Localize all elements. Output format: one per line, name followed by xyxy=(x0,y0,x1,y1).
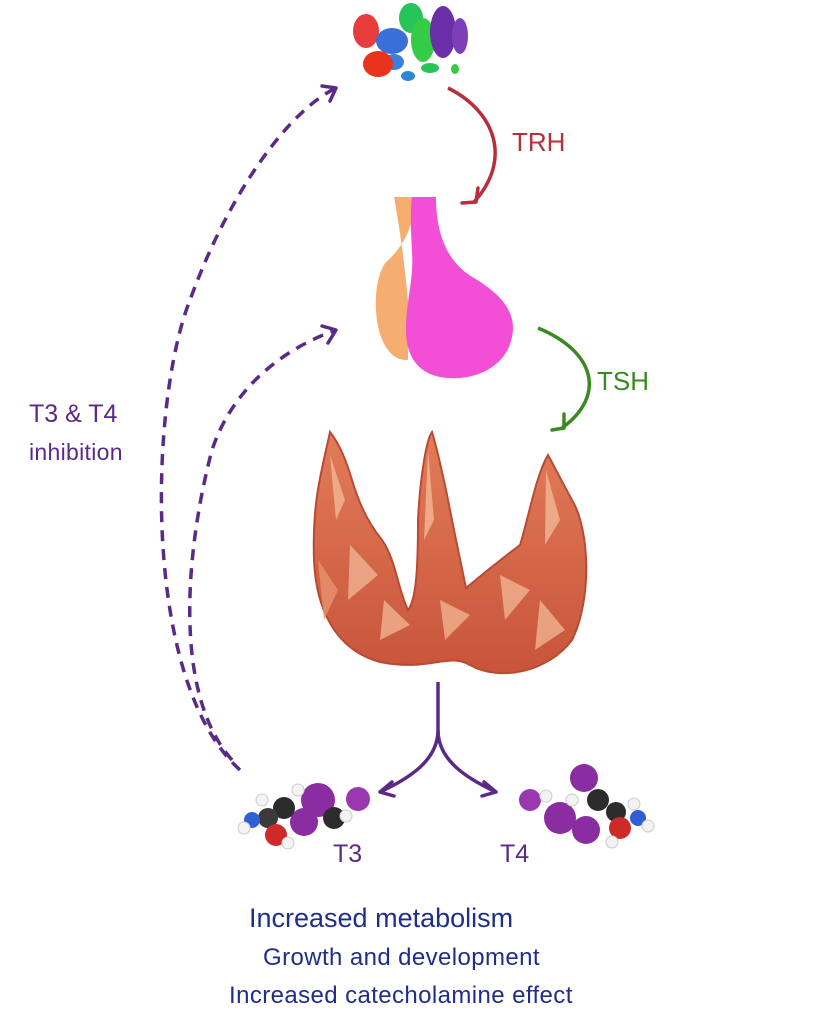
t4-label: T4 xyxy=(500,840,530,868)
feedback-arrow-hypothalamus xyxy=(159,84,338,772)
tsh-arrow xyxy=(537,326,591,432)
feedback-label-hormones: T3 & T4 xyxy=(29,400,118,428)
hypothalamus-icon xyxy=(353,3,468,81)
effect-catecholamine: Increased catecholamine effect xyxy=(229,982,573,1009)
pituitary-icon xyxy=(375,197,513,379)
thyroid-gland-icon xyxy=(312,429,588,675)
effect-increased-metabolism: Increased metabolism xyxy=(249,903,514,933)
tsh-label: TSH xyxy=(597,366,649,396)
feedback-label-inhibition: inhibition xyxy=(29,439,123,465)
effect-growth-development: Growth and development xyxy=(263,944,540,971)
t3-label: T3 xyxy=(333,840,363,868)
thyroid-output-arrows xyxy=(378,682,498,798)
t4-molecule-icon xyxy=(519,764,655,849)
trh-arrow xyxy=(447,86,497,205)
trh-label: TRH xyxy=(512,127,566,157)
t3-molecule-icon xyxy=(237,783,370,850)
feedback-arrow-pituitary xyxy=(188,324,338,762)
